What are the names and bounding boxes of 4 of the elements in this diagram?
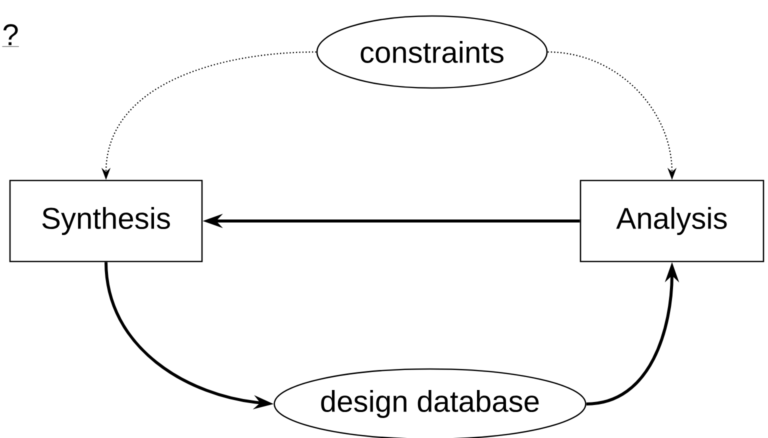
question-mark: ? [2, 24, 20, 47]
process-box: Synthesis [9, 180, 203, 262]
process-box: Analysis [580, 180, 764, 262]
ellipse-node: constraints [316, 15, 548, 89]
